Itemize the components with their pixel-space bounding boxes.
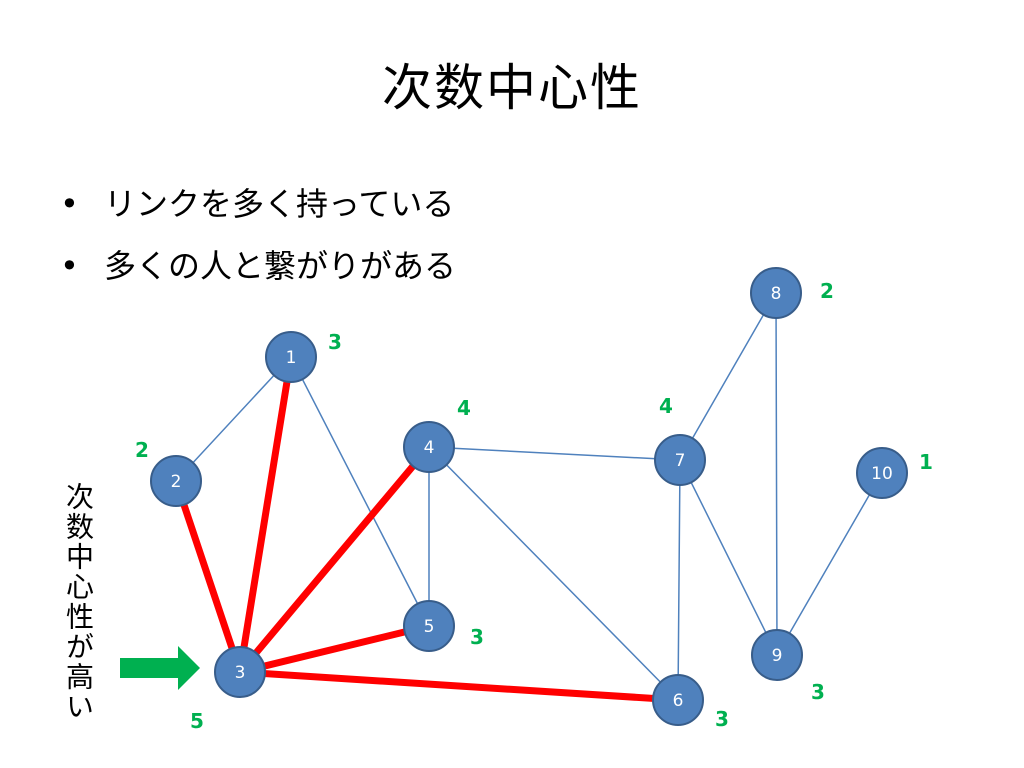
edge-4-6 (428, 446, 679, 701)
degree-label-9: 3 (811, 680, 825, 704)
bullet-marker: • (60, 185, 79, 223)
node-label: 4 (424, 438, 435, 458)
degree-label-6: 3 (715, 707, 729, 731)
node-circle (751, 629, 803, 681)
node-label: 1 (286, 348, 297, 368)
vertical-label: 次数中心性が高い (62, 482, 95, 722)
edge-10-9 (776, 472, 883, 656)
bullet-text: 多くの人と繋がりがある (104, 247, 457, 285)
degree-label-4: 4 (457, 396, 471, 420)
highlight-edge-3-1 (236, 353, 295, 676)
nodes-layer: 1 2 3 4 5 6 7 8 9 10 (150, 267, 908, 726)
node-circle (403, 421, 455, 473)
node-6: 6 (652, 674, 704, 726)
degree-label-7: 4 (659, 394, 673, 418)
degree-label-1: 3 (328, 330, 342, 354)
node-8: 8 (750, 267, 802, 319)
node-7: 7 (654, 434, 706, 486)
degree-label-2: 2 (135, 438, 149, 462)
edge-8-9 (775, 292, 778, 656)
bullet-item: • 多くの人と繋がりがある (60, 250, 456, 282)
degree-label-3: 5 (190, 709, 204, 733)
edge-4-7 (428, 446, 681, 461)
node-label: 9 (772, 646, 783, 666)
node-circle (654, 434, 706, 486)
degree-label-8: 2 (820, 279, 834, 303)
node-label: 2 (171, 472, 182, 492)
node-5: 5 (403, 600, 455, 652)
slide-title: 次数中心性 (382, 59, 642, 117)
highlight-edge-3-4 (236, 443, 433, 676)
node-label: 7 (675, 451, 686, 471)
edge-1-5 (290, 356, 430, 627)
highlight-edge-3-2 (172, 477, 244, 676)
node-circle (750, 267, 802, 319)
bullet-item: • リンクを多く持っている (60, 188, 456, 220)
arrow-layer (120, 646, 200, 690)
node-circle (265, 331, 317, 383)
node-3: 3 (214, 646, 266, 698)
highlight-edge-3-6 (236, 668, 682, 704)
node-2: 2 (150, 455, 202, 507)
node-circle (214, 646, 266, 698)
node-label: 10 (871, 464, 893, 484)
pointer-arrow-icon (120, 646, 200, 690)
node-label: 3 (235, 663, 246, 683)
node-label: 5 (424, 617, 435, 637)
degree-layer: 3 2 5 4 3 3 4 2 3 1 (135, 279, 933, 733)
bullet-list: • リンクを多く持っている • 多くの人と繋がりがある (60, 188, 456, 312)
node-1: 1 (265, 331, 317, 383)
edge-7-6 (677, 459, 681, 701)
node-circle (403, 600, 455, 652)
edge-1-2 (175, 356, 292, 482)
edge-7-8 (679, 292, 777, 461)
bullet-text: リンクを多く持っている (104, 185, 455, 223)
node-circle (150, 455, 202, 507)
node-9: 9 (751, 629, 803, 681)
edge-7-9 (679, 459, 778, 656)
edges-layer (172, 292, 883, 704)
node-label: 6 (673, 691, 684, 711)
node-4: 4 (403, 421, 455, 473)
node-10: 10 (856, 447, 908, 499)
bullet-marker: • (60, 247, 79, 285)
highlight-edge-3-5 (236, 622, 433, 676)
degree-label-10: 1 (919, 450, 933, 474)
degree-label-5: 3 (470, 625, 484, 649)
node-label: 8 (771, 284, 782, 304)
node-circle (652, 674, 704, 726)
node-circle (856, 447, 908, 499)
